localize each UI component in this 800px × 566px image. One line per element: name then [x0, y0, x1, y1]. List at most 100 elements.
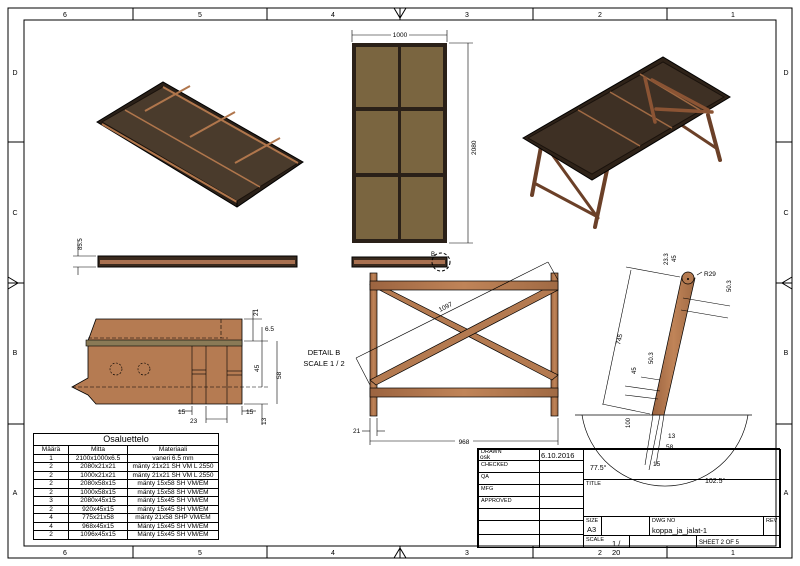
dimension: 15 [246, 409, 254, 416]
zone-label: C [12, 210, 17, 217]
column-header: Mitta [68, 445, 128, 455]
front-view: 1097 21 968 DETAIL B SCALE 1 / 2 [303, 261, 559, 446]
dimension: 15 [178, 409, 186, 416]
side-view: 85.5 [73, 238, 298, 275]
quantity-cell: 2 [33, 462, 69, 472]
zone-label: 2 [598, 12, 602, 19]
zone-label: C [783, 210, 788, 217]
material-cell: Mänty 15x45 SH VM/EM [127, 521, 219, 531]
dimension: 13 [261, 417, 268, 425]
label: TITLE [586, 481, 601, 487]
dimension: 745 [615, 333, 624, 346]
quantity-cell: 4 [33, 521, 69, 531]
drawing-scale: 1 / 20 [612, 539, 621, 557]
label: REV [766, 518, 778, 524]
dimension-cell: 1000x58x15 [68, 487, 128, 497]
leg-detail-view: R29 23.3 45 50.3 745 50.3 45 100 13 58 1… [575, 253, 752, 487]
material-cell: mänty 15x45 SH VM/EM [127, 504, 219, 514]
dimension-cell: 2100x1000x6.5 [68, 453, 128, 463]
detail-label: DETAIL B [308, 348, 341, 357]
dimension-cell: 968x45x15 [68, 521, 128, 531]
quantity-cell: 1 [33, 453, 69, 463]
dimension: 100 [626, 417, 632, 428]
zone-label: D [783, 70, 788, 77]
zone-label: 5 [198, 550, 202, 557]
dimension-front-width: 968 [459, 439, 470, 446]
isometric-tray-view [96, 81, 304, 208]
zone-label: A [784, 490, 789, 497]
detail-section-view: 21 6.5 45 58 13 15 23 15 [71, 308, 283, 425]
dimension-cell: 2080x58x15 [68, 479, 128, 489]
quantity-cell: 2 [33, 479, 69, 489]
dimension: 58 [276, 371, 283, 379]
quantity-cell: 4 [33, 513, 69, 523]
parts-list-title: Osaluettelo [33, 433, 219, 446]
dimension: 50.3 [649, 352, 655, 364]
zone-label: 3 [465, 12, 469, 19]
angle-dimension: 77.5° [590, 464, 607, 472]
dimension: 21 [253, 308, 260, 316]
detail-scale: SCALE 1 / 2 [303, 359, 344, 368]
material-cell: mänty 15x45 SH VM/EM [127, 496, 219, 506]
dimension: 50.3 [727, 280, 733, 292]
material-cell: Mänty 15x45 SH VM/EM [127, 530, 219, 540]
zone-label: 1 [731, 550, 735, 557]
material-cell: mänty 15x58 SH VM/EM [127, 487, 219, 497]
zone-label: 5 [198, 12, 202, 19]
label: APPROVED [481, 498, 512, 504]
detail-callout: B [431, 252, 435, 258]
zone-label: 6 [63, 12, 67, 19]
dimension: 45 [672, 255, 678, 262]
zone-label: B [13, 350, 18, 357]
drawn-by: osk [480, 454, 491, 461]
dimension-height: 85.5 [78, 238, 84, 250]
drawing-number: koppa_ja_jalat-1 [652, 526, 708, 535]
top-view: 1000 2080 B [351, 30, 478, 272]
dimension-cell: 1096x45x15 [68, 530, 128, 540]
sheet-size: A3 [587, 525, 597, 534]
material-cell: mänty 21x58 SHP VM/EM [127, 513, 219, 523]
quantity-cell: 2 [33, 530, 69, 540]
material-cell: vaneri 6.5 mm [127, 453, 219, 463]
dimension: 13 [668, 433, 676, 440]
zone-label: 2 [598, 550, 602, 557]
isometric-table-view [522, 56, 731, 229]
center-arrows [7, 7, 793, 559]
label: SIZE [586, 518, 599, 524]
dimension-width: 1000 [393, 32, 408, 39]
zone-label: 6 [63, 550, 67, 557]
zone-label: 3 [465, 550, 469, 557]
dimension: 45 [254, 364, 261, 372]
dimension: 23 [190, 418, 198, 425]
detail-circle [431, 252, 451, 272]
sheet-number: SHEET 2 OF 5 [699, 540, 739, 546]
dimension: 45 [632, 367, 638, 374]
column-header: Materiaali [127, 445, 219, 455]
label: MFG [481, 486, 494, 492]
dimension: 58 [666, 444, 674, 451]
dimension-cell: 1000x21x21 [68, 470, 128, 480]
zone-label: D [12, 70, 17, 77]
zone-label: 4 [331, 550, 335, 557]
label: DRAWN [481, 449, 502, 455]
label: QA [481, 474, 489, 480]
quantity-cell: 3 [33, 496, 69, 506]
label: SCALE [586, 537, 605, 543]
quantity-cell: 2 [33, 487, 69, 497]
dimension-diagonal: 1097 [438, 301, 454, 314]
zone-label: B [784, 350, 789, 357]
dimension-leg: 21 [353, 428, 361, 435]
zone-label: 1 [731, 12, 735, 19]
